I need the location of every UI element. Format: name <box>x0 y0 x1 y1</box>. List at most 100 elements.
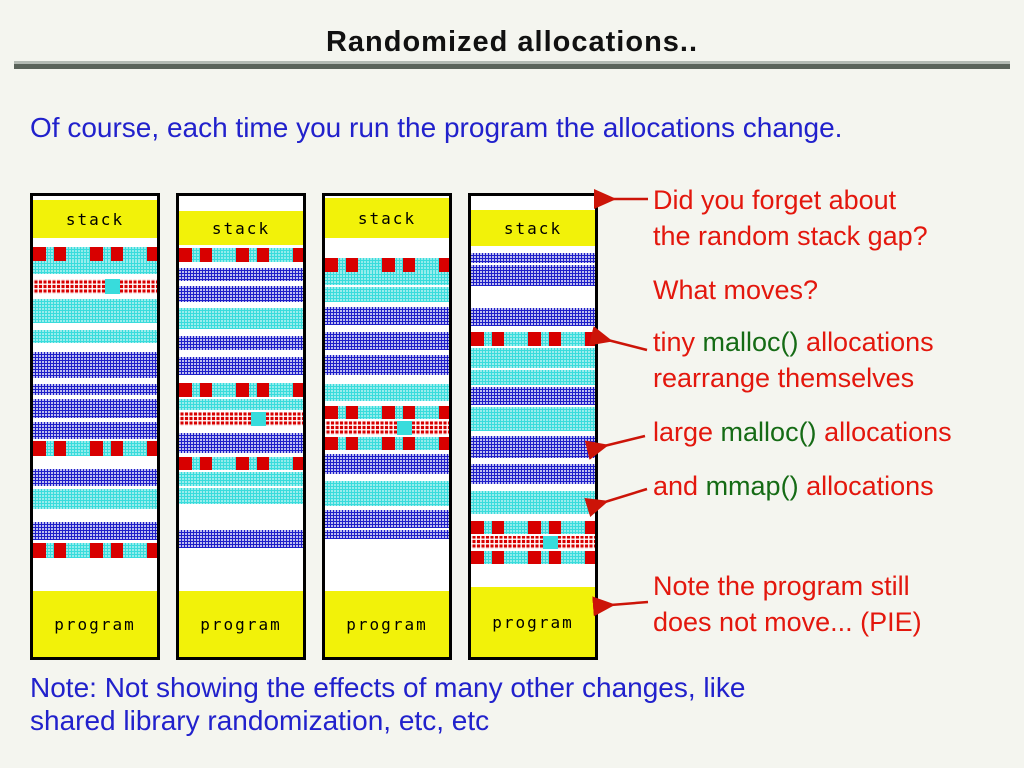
stack-label: stack <box>357 208 417 228</box>
navy-band <box>471 265 595 286</box>
navy-band <box>325 530 449 539</box>
annotation-line: does not move... (PIE) <box>653 604 922 640</box>
annotation-text: Note the program still <box>653 571 910 601</box>
stack-label: stack <box>65 209 125 229</box>
gap-band <box>471 458 595 464</box>
gap-band <box>33 395 157 399</box>
cyan-band <box>325 287 449 302</box>
navy-band <box>325 307 449 325</box>
program-label: program <box>492 612 574 632</box>
stack-label: stack <box>211 218 271 238</box>
cyan-band <box>471 407 595 431</box>
gap-band <box>179 245 303 248</box>
redpat-band <box>325 421 449 435</box>
program-band: program <box>179 591 303 657</box>
cyan-band <box>33 330 157 343</box>
annotation-line: large malloc() allocations <box>653 414 952 450</box>
annotation-line: rearrange themselves <box>653 360 934 396</box>
navy-band <box>325 332 449 350</box>
gap-band <box>471 431 595 436</box>
cyan-band <box>471 491 595 514</box>
gap-band <box>325 450 449 454</box>
annotation-text: large <box>653 417 721 447</box>
redmix-band <box>471 551 595 564</box>
redmix-band <box>33 441 157 456</box>
redmix-band <box>179 248 303 262</box>
stack-band: stack <box>179 211 303 245</box>
program-label: program <box>346 614 428 634</box>
gap-band <box>325 401 449 406</box>
navy-band <box>325 355 449 375</box>
navy-band <box>471 436 595 458</box>
annotation-text: allocations <box>798 327 934 357</box>
gap-band <box>471 286 595 308</box>
divider-highlight <box>14 61 1010 64</box>
gap-band <box>33 418 157 422</box>
gap-band <box>471 534 595 536</box>
gap-band <box>325 350 449 355</box>
navy-band <box>33 384 157 395</box>
program-label: program <box>54 614 136 634</box>
redmix-band <box>325 258 449 272</box>
redpat-band <box>33 279 157 294</box>
memory-map-column: stack program <box>322 193 452 660</box>
redmix-band <box>33 247 157 261</box>
memory-map-column: stack program <box>176 193 306 660</box>
annotation-text: rearrange themselves <box>653 363 915 393</box>
annotation-line: What moves? <box>653 272 818 308</box>
stack-band: stack <box>471 210 595 246</box>
gap-band <box>33 238 157 247</box>
cyan-band <box>33 489 157 509</box>
gap-band <box>179 375 303 383</box>
annotation: Did you forget about the random stack gap… <box>653 182 928 254</box>
gap-band <box>179 397 303 399</box>
gap-band <box>33 343 157 352</box>
annotation-text: allocations <box>816 417 952 447</box>
gap-band <box>33 486 157 489</box>
cyan-band <box>179 308 303 329</box>
gap-band <box>179 281 303 286</box>
divider-shadow <box>14 64 1010 69</box>
annotation-text: does not move... (PIE) <box>653 607 922 637</box>
navy-band <box>325 510 449 528</box>
annotation-text: Did you forget about <box>653 185 897 215</box>
redmix-band <box>179 383 303 397</box>
gap-band <box>179 410 303 412</box>
cyan-band <box>325 272 449 285</box>
navy-band <box>179 433 303 453</box>
gap-band <box>179 196 303 211</box>
navy-band <box>471 253 595 263</box>
program-label: program <box>200 614 282 634</box>
gap-band <box>471 326 595 332</box>
annotation-line: the random stack gap? <box>653 218 928 254</box>
gap-band <box>471 514 595 521</box>
memory-map-column: stack program <box>468 193 598 660</box>
redmix-band <box>179 457 303 470</box>
redmix-band <box>471 521 595 534</box>
gap-band <box>325 474 449 481</box>
gap-band <box>33 509 157 522</box>
gap-band <box>179 548 303 591</box>
annotation-text: mmap() <box>705 471 799 501</box>
redpat-band <box>179 412 303 426</box>
navy-band <box>471 464 595 484</box>
navy-band <box>471 308 595 326</box>
annotation-text: and <box>653 471 706 501</box>
cyan-band <box>471 348 595 368</box>
gap-band <box>33 558 157 591</box>
navy-band <box>179 357 303 375</box>
cyan-band <box>471 370 595 385</box>
gap-band <box>179 486 303 488</box>
navy-band <box>33 422 157 439</box>
cyan-band <box>33 261 157 274</box>
gap-band <box>325 435 449 437</box>
memory-map-column: stack program <box>30 193 160 660</box>
redmix-band <box>33 543 157 558</box>
gap-band <box>33 540 157 543</box>
gap-band <box>325 539 449 591</box>
annotation-text: the random stack gap? <box>653 221 928 251</box>
gap-band <box>325 375 449 384</box>
gap-band <box>471 405 595 407</box>
redpat-band <box>471 536 595 549</box>
